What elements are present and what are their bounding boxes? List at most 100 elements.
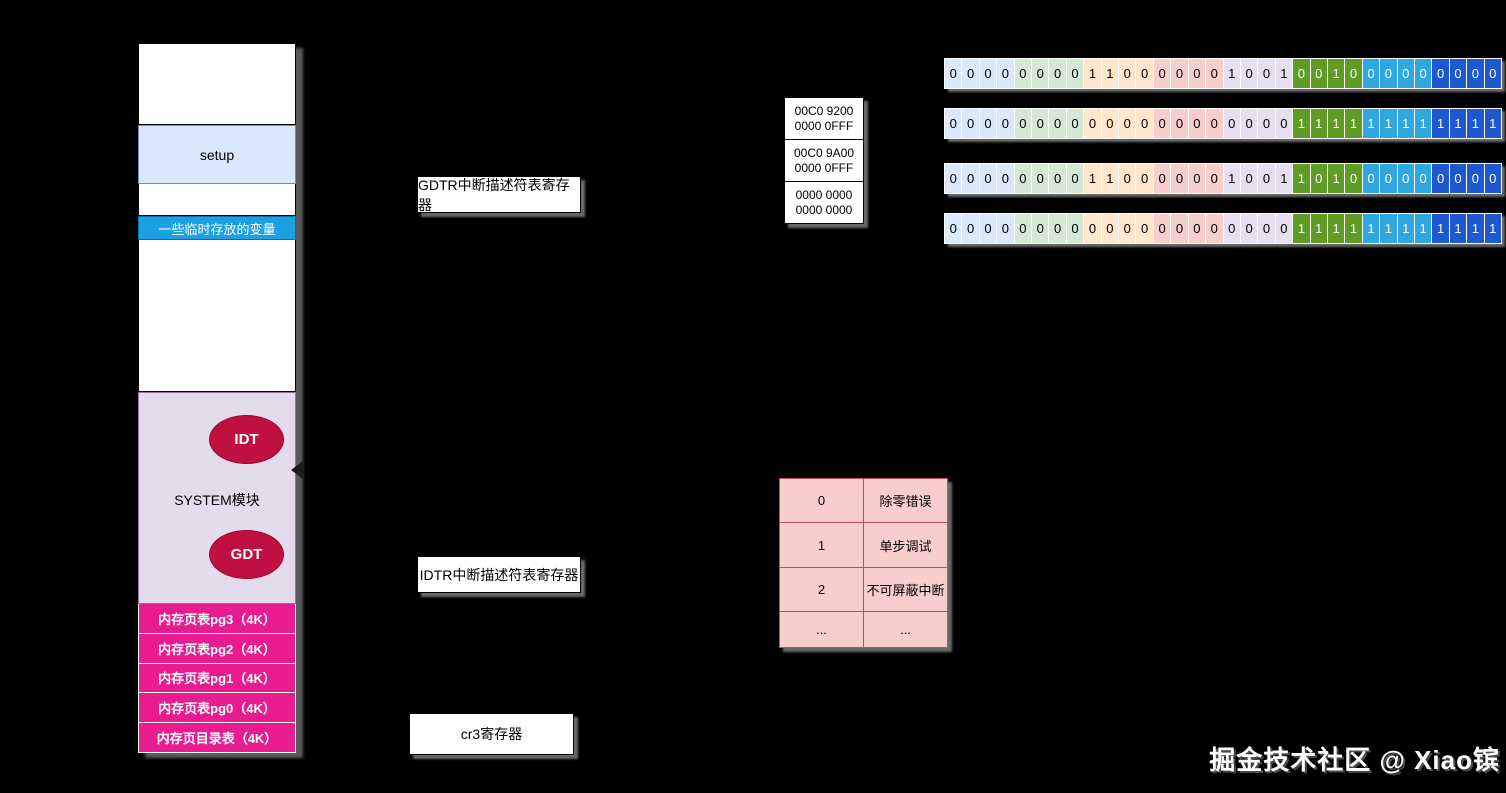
bit-cell: 1 — [1292, 108, 1311, 139]
memory-block-empty-lower — [138, 240, 296, 392]
bit-cell: 1 — [1309, 213, 1328, 244]
idtr-label: IDTR中断描述符表寄存器 — [419, 566, 579, 583]
table-row: 1 单步调试 — [779, 522, 948, 568]
bit-cell: 0 — [1413, 163, 1433, 194]
bit-cell: 0 — [944, 213, 963, 244]
bit-cell: 0 — [1413, 58, 1433, 89]
table-row: 2 不可屏蔽中断 — [779, 566, 948, 613]
watermark: 掘金技术社区 @ Xiao镔 — [1209, 745, 1500, 775]
bit-cell: 0 — [961, 58, 980, 89]
bit-cell: 0 — [1100, 108, 1120, 139]
bit-cell: 1 — [1361, 213, 1381, 244]
bit-cell: 1 — [1274, 58, 1294, 89]
memory-block-empty-mid — [138, 184, 296, 216]
bit-cell: 0 — [1083, 108, 1102, 139]
bit-cell: 0 — [996, 58, 1015, 89]
bit-cell: 0 — [1118, 163, 1137, 194]
bit-cell: 0 — [1048, 163, 1067, 194]
bit-cell: 0 — [944, 163, 963, 194]
page-table-row: 内存页表pg2（4K） — [138, 632, 296, 664]
bit-cell: 0 — [1135, 163, 1154, 194]
bit-cell: 0 — [1152, 58, 1172, 89]
descriptor-hex-cell: 0000 0000 0000 0000 — [785, 182, 863, 223]
memory-block-setup: setup — [138, 125, 296, 184]
bit-cell: 1 — [1361, 108, 1381, 139]
bit-cell: 1 — [1431, 108, 1450, 139]
bit-cell: 0 — [1239, 163, 1259, 194]
bit-cell: 0 — [1292, 58, 1311, 89]
bit-cell: 0 — [1031, 213, 1050, 244]
hex-line: 00C0 9A00 — [793, 145, 855, 160]
bit-cell: 1 — [1483, 108, 1502, 139]
bit-cell: 0 — [1361, 58, 1381, 89]
bit-cell: 1 — [1344, 108, 1363, 139]
bit-cell: 0 — [1031, 163, 1050, 194]
table-row: ... ... — [779, 611, 948, 648]
bit-cell: 0 — [1187, 58, 1207, 89]
vector-desc-cell: ... — [863, 611, 948, 648]
setup-label: setup — [199, 146, 235, 163]
bit-cell: 0 — [1170, 108, 1189, 139]
bit-cell: 1 — [1396, 108, 1415, 139]
bit-cell: 0 — [961, 108, 980, 139]
bit-cell: 0 — [1257, 108, 1276, 139]
bit-cell: 0 — [1118, 58, 1137, 89]
bit-cell: 0 — [1239, 108, 1259, 139]
bit-cell: 0 — [1205, 163, 1224, 194]
bit-cell: 0 — [1013, 163, 1033, 194]
bit-cell: 0 — [1483, 58, 1502, 89]
bit-cell: 0 — [1152, 213, 1172, 244]
bit-cell: 1 — [1083, 58, 1102, 89]
bit-cell: 1 — [1100, 163, 1120, 194]
bit-cell: 0 — [1205, 108, 1224, 139]
bit-cell: 0 — [1344, 163, 1363, 194]
page-table-row: 内存页表pg3（4K） — [138, 603, 296, 634]
bit-cell: 0 — [1048, 108, 1067, 139]
bit-cell: 0 — [1344, 58, 1363, 89]
vector-desc-cell: 单步调试 — [863, 522, 948, 568]
bit-cell: 1 — [1222, 58, 1241, 89]
idtr-register-box: IDTR中断描述符表寄存器 — [417, 556, 581, 593]
cr3-label: cr3寄存器 — [460, 726, 523, 742]
idt-ellipse: IDT — [209, 415, 284, 464]
bit-cell: 1 — [1222, 163, 1241, 194]
bit-cell: 0 — [1118, 108, 1137, 139]
bit-cell: 0 — [1257, 163, 1276, 194]
temp-vars-label: 一些临时存放的变量 — [158, 221, 276, 237]
bit-cell: 1 — [1326, 213, 1346, 244]
bit-cell: 1 — [1083, 163, 1102, 194]
gdt-label: GDT — [230, 546, 263, 563]
bit-cell: 0 — [1309, 163, 1328, 194]
vector-number-cell: 2 — [779, 566, 864, 613]
bit-cell: 1 — [1100, 58, 1120, 89]
bit-cell: 0 — [1065, 213, 1085, 244]
bit-cell: 1 — [1344, 213, 1363, 244]
gdtr-label: GDTR中断描述符表寄存器 — [418, 176, 570, 213]
bit-cell: 0 — [1483, 163, 1502, 194]
bit-cell: 1 — [1379, 108, 1398, 139]
bit-cell: 0 — [1135, 58, 1154, 89]
memory-block-system: IDT SYSTEM模块 GDT — [138, 392, 296, 604]
bit-cell: 0 — [1170, 163, 1189, 194]
vector-number-cell: ... — [779, 611, 864, 648]
bit-cell: 0 — [961, 163, 980, 194]
bit-cell: 1 — [1326, 163, 1346, 194]
bit-cell: 0 — [1222, 213, 1241, 244]
bit-cell: 0 — [978, 213, 998, 244]
bit-cell: 0 — [978, 108, 998, 139]
bit-cell: 1 — [1431, 213, 1450, 244]
bit-cell: 0 — [1274, 108, 1294, 139]
bit-cell: 0 — [1257, 58, 1276, 89]
page-table-row: 内存页表pg1（4K） — [138, 662, 296, 694]
bit-cell: 0 — [1448, 163, 1468, 194]
vector-desc-cell: 不可屏蔽中断 — [863, 566, 948, 613]
bit-cell: 0 — [1031, 108, 1050, 139]
bit-cell: 1 — [1466, 108, 1485, 139]
system-module-label: SYSTEM模块 — [174, 492, 260, 508]
bit-cell: 0 — [1187, 213, 1207, 244]
hex-line: 0000 0FFF — [794, 160, 854, 175]
